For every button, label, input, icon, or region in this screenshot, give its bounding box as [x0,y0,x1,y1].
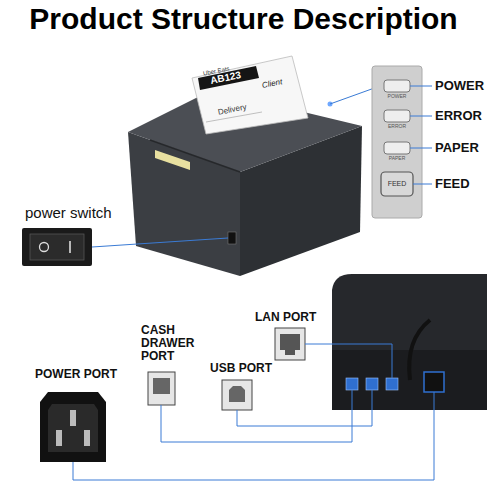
lan-tab [285,350,295,355]
switch-on-mark [69,241,71,253]
part-label: ERROR [435,109,482,123]
power-indicator [384,80,410,92]
port-label: CASH DRAWER PORT [141,324,201,364]
part-label: FEED [435,177,470,191]
usb-port-small [366,378,378,390]
leader-line [305,344,392,378]
side-switch [228,232,236,244]
leader-line [92,238,228,247]
power-port-icon [40,392,106,462]
power-pin [84,430,90,446]
port-label: POWER PORT [35,368,117,381]
part-label: PAPER [435,141,479,155]
switch-rocker [30,234,84,260]
power-pin [56,430,62,446]
panel-caption: PAPER [385,156,409,162]
cash-drawer-port-icon [148,372,175,405]
cover-seam [150,140,240,172]
leader-line [413,184,432,185]
paper-indicator [384,142,410,154]
port-label: USB PORT [210,362,272,375]
receipt-paper [192,56,308,134]
lan-port-icon [275,328,305,360]
cash-drawer-port-small [346,378,358,390]
receipt-bar [198,66,259,90]
power-switch-enlarged [22,228,92,266]
usb-port-icon [222,380,252,410]
rj11-opening [153,378,170,394]
warning-sticker [155,150,190,170]
lan-opening [280,334,300,350]
leader-line [410,116,432,117]
leader-line [410,86,432,87]
switch-off-mark [40,243,49,252]
leader-line [161,390,352,442]
leader-line [410,148,432,149]
panel-caption: POWER [385,94,409,100]
part-label: POWER [435,79,484,93]
error-indicator [384,110,410,122]
feed-button [381,172,413,196]
power-pin [70,410,76,426]
panel-caption: ERROR [385,124,409,130]
power-inlet-small [424,372,444,392]
port-label: LAN PORT [255,311,316,324]
page-title: Product Structure Description [0,2,487,35]
leader-line [73,392,434,480]
usb-b-opening [229,386,245,402]
printer-rear [332,274,487,410]
button-panel [372,66,422,218]
part-label: power switch [25,205,112,222]
power-port-recess [48,404,98,452]
button-caption: FEED [381,180,413,188]
cable [409,320,430,380]
lan-port-small [386,378,398,390]
